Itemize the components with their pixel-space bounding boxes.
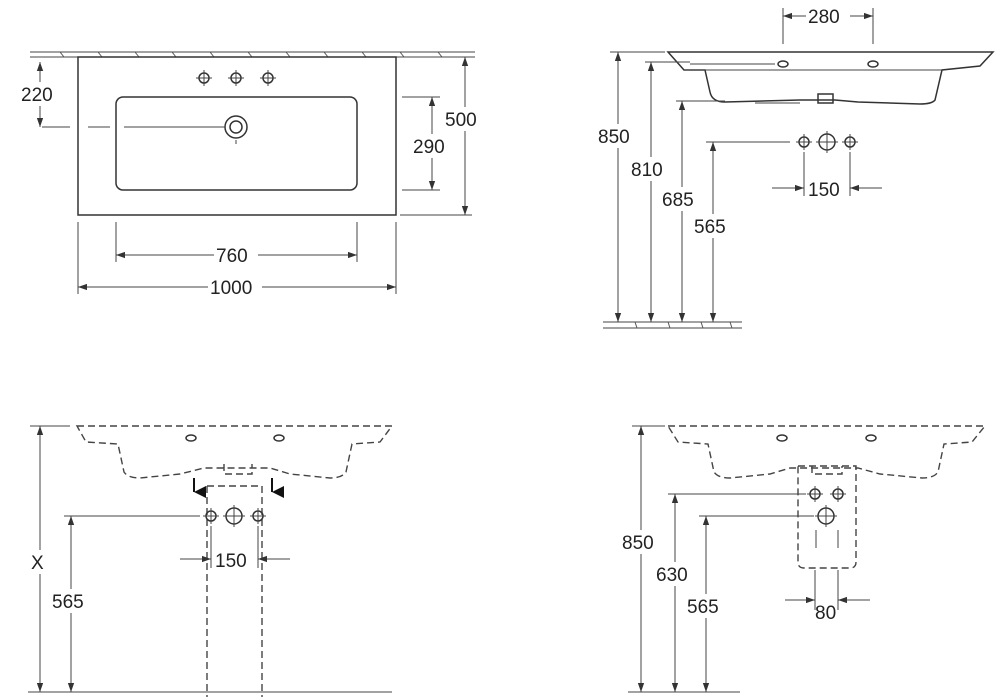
- tap-hole-icon: [273, 434, 285, 442]
- dimension-label: 150: [215, 551, 247, 572]
- dimension-label: 565: [52, 592, 84, 613]
- dimension-220: 220: [20, 62, 62, 127]
- basin-silhouette-hidden: [666, 425, 987, 479]
- bowl-outline: [115, 96, 358, 191]
- water-connection-icon: [842, 134, 858, 150]
- dimension-80: 80: [785, 570, 870, 624]
- dimension-280: 280: [782, 5, 874, 44]
- dimension-label: X: [31, 553, 44, 574]
- dimension-630: 630: [654, 493, 806, 692]
- tap-hole-icon: [185, 434, 197, 442]
- tap-hole-icon: [865, 434, 877, 442]
- dimension-label: 685: [662, 190, 694, 211]
- dimension-label: 810: [631, 160, 663, 181]
- drain-icon: [817, 93, 834, 104]
- dimension-760: 760: [115, 222, 358, 267]
- front-view-pedestal: X 565 150: [28, 425, 394, 697]
- dimension-565: 565: [685, 515, 814, 692]
- basin-silhouette-hidden: [75, 425, 394, 479]
- dimension-label: 1000: [210, 278, 252, 299]
- dimension-150: 150: [772, 152, 882, 201]
- floor-hatch: [603, 321, 742, 329]
- dimension-label: 500: [445, 110, 477, 131]
- half-pedestal-outline: [797, 465, 857, 569]
- water-connection-icon: [830, 486, 846, 502]
- front-view-half-pedestal: 850 630 565 80: [620, 425, 987, 693]
- dimension-565: 565: [50, 515, 200, 692]
- dimension-label: 220: [21, 85, 53, 106]
- tap-hole-icon: [196, 70, 212, 86]
- dimension-label: 80: [815, 603, 836, 624]
- dimension-810: 810: [629, 61, 690, 322]
- tap-hole-icon: [776, 434, 788, 442]
- dimension-150: 150: [180, 526, 290, 572]
- tap-hole-icon: [260, 70, 276, 86]
- pedestal-outline: [206, 485, 263, 697]
- dimension-label: 280: [808, 7, 840, 28]
- dimension-850: 850: [620, 425, 665, 692]
- dimension-label: 150: [808, 180, 840, 201]
- top-view: 220 500 290 760: [20, 51, 487, 299]
- dimension-565: 565: [692, 141, 790, 322]
- water-connection-icon: [203, 508, 219, 524]
- tap-hole-icon: [867, 60, 879, 68]
- water-connection-icon: [796, 134, 812, 150]
- waste-connection-icon: [223, 505, 245, 527]
- basin-silhouette: [666, 51, 995, 105]
- dimension-290: 290: [402, 96, 455, 191]
- drain-icon: [124, 115, 248, 144]
- dimension-x: X: [28, 425, 70, 692]
- dimension-label: 850: [598, 127, 630, 148]
- tap-hole-icon: [777, 60, 789, 68]
- dimension-1000: 1000: [77, 222, 397, 299]
- basin-outline: [77, 56, 397, 216]
- waste-connection-icon: [816, 131, 838, 153]
- dimension-850: 850: [596, 51, 665, 322]
- dimension-label: 760: [216, 246, 248, 267]
- dimension-685: 685: [660, 100, 725, 322]
- dimension-label: 850: [622, 533, 654, 554]
- tap-hole-icon: [228, 70, 244, 86]
- dimension-label: 290: [413, 137, 445, 158]
- waste-connection-icon: [815, 505, 837, 527]
- water-connection-icon: [807, 486, 823, 502]
- front-view-wall-mounted: 280 850 810 685: [596, 5, 995, 329]
- water-connection-icon: [250, 508, 266, 524]
- dimension-label: 565: [694, 217, 726, 238]
- dimension-label: 565: [687, 597, 719, 618]
- dimension-500: 500: [400, 56, 487, 216]
- dimension-label: 630: [656, 565, 688, 586]
